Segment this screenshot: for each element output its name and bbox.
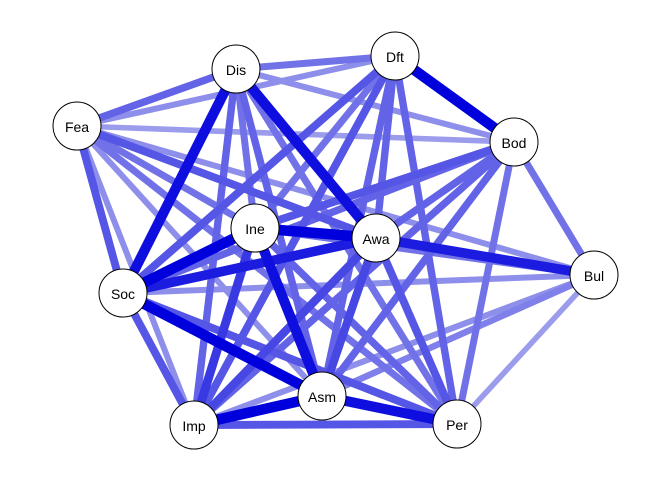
node-label: Dft: [386, 49, 404, 65]
node-circle: [98, 268, 148, 318]
node-soc: Soc: [98, 268, 148, 318]
edge-dis-soc: [118, 66, 241, 296]
node-label: Bod: [502, 135, 527, 151]
node-ine: Ine: [230, 203, 280, 253]
edge-bul-imp: [192, 272, 596, 428]
node-bul: Bul: [569, 250, 619, 300]
node-circle: [52, 101, 102, 151]
edge-awa-soc: [121, 233, 378, 298]
node-label: Per: [446, 417, 468, 433]
node-awa: Awa: [351, 213, 401, 263]
edge-soc-per: [121, 289, 459, 428]
node-circle: [297, 371, 347, 421]
node-circle: [489, 117, 539, 167]
edge-awa-bul: [375, 233, 595, 280]
node-label: Ine: [245, 221, 265, 237]
edge-dft-imp: [190, 54, 399, 427]
edge-fea-awa: [75, 122, 378, 242]
node-circle: [432, 399, 482, 449]
node-circle: [569, 250, 619, 300]
edge-layer: [73, 51, 597, 431]
edge-soc-asm: [120, 288, 325, 401]
node-fea: Fea: [52, 101, 102, 151]
node-asm: Asm: [297, 371, 347, 421]
node-circle: [351, 213, 401, 263]
node-bod: Bod: [489, 117, 539, 167]
edge-awa-asm: [318, 236, 380, 398]
node-per: Per: [432, 399, 482, 449]
edge-awa-imp: [191, 235, 379, 428]
node-label: Awa: [363, 231, 390, 247]
edge-soc-imp: [119, 291, 198, 427]
edge-fea-per: [74, 123, 460, 427]
edge-dis-dft: [235, 52, 396, 73]
edge-bul-per: [454, 273, 597, 426]
edge-fea-soc: [73, 124, 127, 295]
node-circle: [211, 44, 261, 94]
node-label: Fea: [65, 119, 89, 135]
edge-imp-per: [193, 420, 458, 429]
edge-ine-soc: [120, 223, 258, 298]
node-circle: [370, 31, 420, 81]
node-label: Imp: [182, 418, 206, 434]
edge-ine-imp: [189, 226, 260, 427]
edge-dis-awa: [232, 65, 380, 242]
node-imp: Imp: [169, 400, 219, 450]
edge-bod-ine: [253, 138, 516, 232]
edge-dft-per: [391, 55, 461, 425]
node-circle: [169, 400, 219, 450]
node-label: Soc: [111, 286, 135, 302]
edge-bul-asm: [320, 272, 596, 399]
edge-dft-soc: [120, 53, 398, 296]
node-label: Asm: [308, 389, 336, 405]
node-label: Bul: [584, 268, 604, 284]
edge-bod-per: [453, 141, 518, 425]
edge-fea-ine: [75, 122, 257, 232]
edge-bod-bul: [511, 140, 597, 277]
edge-bod-asm: [319, 139, 517, 399]
node-dis: Dis: [211, 44, 261, 94]
node-label: Dis: [226, 62, 246, 78]
edge-ine-asm: [250, 226, 327, 398]
edge-dis-fea: [75, 65, 238, 130]
node-circle: [230, 203, 280, 253]
edge-bod-imp: [191, 139, 517, 428]
node-dft: Dft: [370, 31, 420, 81]
edge-awa-per: [372, 236, 461, 426]
